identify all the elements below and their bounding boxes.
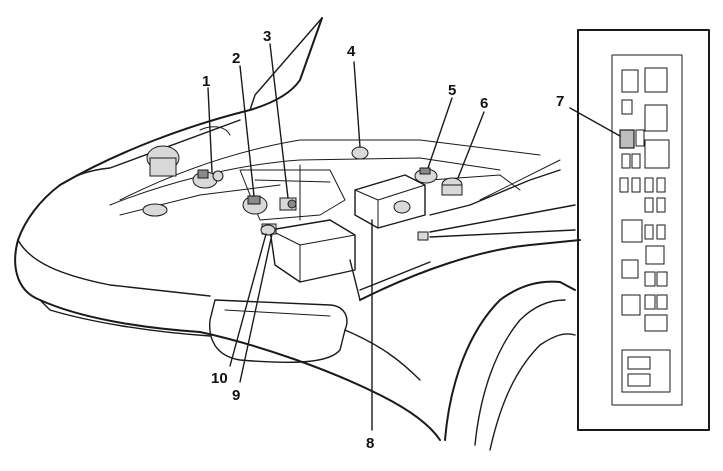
callout-1: 1	[202, 73, 210, 90]
callout-labels: 1 2 3 4 5 6 7 8 9 10	[202, 28, 564, 452]
leader-line-7	[569, 107, 621, 137]
engine-bay	[109, 126, 521, 283]
leader-line-1	[207, 87, 213, 173]
air-cleaner-box	[354, 174, 426, 229]
leader-line-9	[239, 233, 273, 383]
car-body	[14, 17, 581, 451]
relay-box-detail	[429, 29, 710, 431]
component-5	[414, 167, 438, 184]
component-4	[351, 146, 369, 160]
relay-box-panel	[577, 29, 710, 431]
junction-box-location	[417, 231, 429, 241]
leader-line-10	[229, 233, 267, 367]
callout-4: 4	[347, 43, 356, 60]
leader-line-2	[239, 65, 255, 197]
leader-line-6	[457, 111, 485, 179]
callout-6: 6	[480, 95, 488, 112]
callout-5: 5	[448, 82, 456, 99]
relay-7	[619, 129, 635, 149]
component-2	[242, 195, 268, 215]
callout-7: 7	[556, 93, 564, 110]
callout-8: 8	[366, 435, 374, 452]
leader-line-5	[427, 97, 453, 169]
component-parts	[192, 146, 438, 236]
leader-lines	[207, 43, 621, 431]
component-3	[279, 197, 297, 211]
component-10	[260, 224, 276, 236]
callout-2: 2	[232, 50, 240, 67]
callout-10: 10	[211, 370, 228, 387]
component-1	[192, 169, 224, 189]
callout-9: 9	[232, 387, 240, 404]
callout-3: 3	[263, 28, 271, 45]
leader-line-4	[353, 61, 361, 148]
battery	[269, 219, 356, 283]
leader-line-3	[269, 43, 289, 199]
